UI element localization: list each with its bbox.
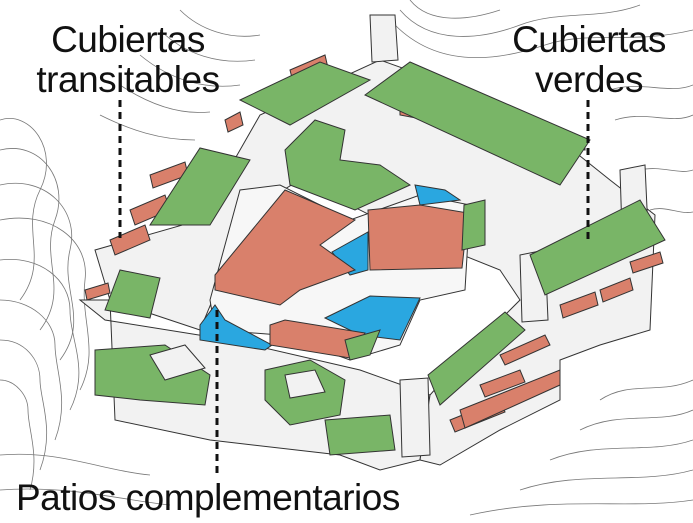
green-roof-courtyard-corner [344, 329, 381, 361]
green-roof-top-left [238, 61, 372, 126]
green-roof-courtyard-right-strip [461, 199, 486, 251]
leader-lines [118, 100, 590, 478]
label-patios-complementarios: Patios complementarios [16, 477, 400, 518]
green-roof-left-small [104, 269, 161, 319]
walkable-roof-courtyard-right [367, 204, 469, 271]
label-cubiertas-verdes: Cubiertas verdes [500, 20, 678, 100]
label-transitables-line2: transitables [36, 59, 220, 100]
green-roof-right-lower [427, 311, 526, 406]
label-verdes-line2: verdes [534, 59, 644, 100]
label-transitables-line1: Cubiertas [51, 19, 205, 60]
green-roof-bottom-right [324, 414, 396, 456]
label-cubiertas-transitables: Cubiertas transitables [28, 20, 228, 100]
label-verdes-line1: Cubiertas [512, 19, 666, 60]
green-roof-upper-left [149, 147, 251, 226]
green-roof-top-long [364, 61, 591, 186]
roof-lightwells [149, 344, 326, 399]
green-roofs [94, 61, 666, 456]
walkable-roof-courtyard-left [214, 189, 357, 306]
green-roof-courtyard-top [284, 119, 412, 211]
green-roof-right-upper [529, 199, 666, 296]
patio-upper [414, 184, 462, 206]
